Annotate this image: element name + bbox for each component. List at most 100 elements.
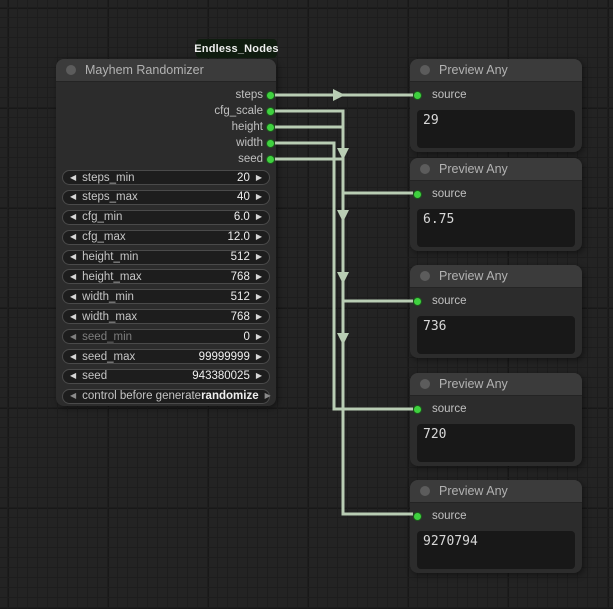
node-title-bar[interactable]: Preview Any	[410, 373, 582, 396]
output-row-cfg_scale: cfg_scale	[56, 103, 276, 119]
output-row-width: width	[56, 135, 276, 151]
output-row-seed: seed	[56, 151, 276, 167]
increment-arrow-icon[interactable]: ▶	[255, 291, 262, 301]
widget-label: width_max	[82, 310, 138, 323]
input-row-source: source	[410, 401, 582, 417]
link-arrow-icon	[333, 89, 345, 101]
output-port-steps[interactable]	[266, 90, 275, 100]
decrement-arrow-icon[interactable]: ◀	[70, 271, 77, 281]
node-preview-any-4[interactable]: Preview Any source 720	[410, 373, 582, 466]
input-label: source	[432, 295, 467, 307]
output-port-seed[interactable]	[266, 154, 275, 164]
input-port-source[interactable]	[413, 90, 422, 100]
widget-label: seed	[82, 370, 108, 383]
increment-arrow-icon[interactable]: ▶	[255, 331, 262, 341]
decrement-arrow-icon[interactable]: ◀	[70, 371, 77, 381]
widget-width_max[interactable]: ◀ width_max 768 ▶	[62, 309, 270, 325]
collapse-dot-icon[interactable]	[420, 164, 430, 174]
output-label: width	[236, 137, 263, 149]
collapse-dot-icon[interactable]	[420, 271, 430, 281]
widget-value: 512	[230, 290, 250, 303]
widget-value: 0	[243, 330, 250, 343]
node-title-bar[interactable]: Preview Any	[410, 480, 582, 503]
output-port-cfg_scale[interactable]	[266, 106, 275, 116]
increment-arrow-icon[interactable]: ▶	[255, 212, 262, 222]
decrement-arrow-icon[interactable]: ◀	[70, 192, 77, 202]
widget-value: randomize	[201, 390, 259, 403]
increment-arrow-icon[interactable]: ▶	[255, 371, 262, 381]
increment-arrow-icon[interactable]: ▶	[255, 232, 262, 242]
node-title-bar[interactable]: Preview Any	[410, 265, 582, 288]
widget-value: 12.0	[227, 231, 250, 244]
widget-value: 512	[230, 251, 250, 264]
preview-value-box[interactable]: 6.75	[417, 209, 575, 247]
input-port-source[interactable]	[413, 404, 422, 414]
input-label: source	[432, 403, 467, 415]
preview-value-box[interactable]: 720	[417, 424, 575, 462]
widget-value: 768	[230, 310, 250, 323]
input-port-source[interactable]	[413, 511, 422, 521]
decrement-arrow-icon[interactable]: ◀	[70, 212, 77, 222]
preview-value-box[interactable]: 736	[417, 316, 575, 354]
node-title: Preview Any	[439, 162, 508, 176]
collapse-dot-icon[interactable]	[420, 65, 430, 75]
decrement-arrow-icon[interactable]: ◀	[70, 351, 77, 361]
widget-value: 943380025	[192, 370, 250, 383]
increment-arrow-icon[interactable]: ▶	[255, 311, 262, 321]
node-title: Preview Any	[439, 484, 508, 498]
widget-label: steps_min	[82, 171, 135, 184]
preview-value-box[interactable]: 9270794	[417, 531, 575, 569]
output-port-height[interactable]	[266, 122, 275, 132]
node-title-bar[interactable]: Preview Any	[410, 59, 582, 82]
collapse-dot-icon[interactable]	[420, 379, 430, 389]
decrement-arrow-icon[interactable]: ◀	[70, 252, 77, 262]
decrement-arrow-icon[interactable]: ◀	[70, 311, 77, 321]
input-label: source	[432, 188, 467, 200]
node-title-bar[interactable]: Preview Any	[410, 158, 582, 181]
link-arrow-icon	[337, 272, 349, 284]
preview-value-box[interactable]: 29	[417, 110, 575, 148]
node-title: Mayhem Randomizer	[85, 63, 204, 77]
widget-value: 40	[237, 191, 250, 204]
widget-seed[interactable]: ◀ seed 943380025 ▶	[62, 368, 270, 384]
node-preview-any-3[interactable]: Preview Any source 736	[410, 265, 582, 358]
output-port-width[interactable]	[266, 138, 275, 148]
node-title-bar[interactable]: Mayhem Randomizer	[56, 59, 276, 82]
decrement-arrow-icon[interactable]: ◀	[70, 391, 77, 401]
collapse-dot-icon[interactable]	[420, 486, 430, 496]
link-height	[275, 125, 413, 303]
increment-arrow-icon[interactable]: ▶	[264, 391, 271, 401]
increment-arrow-icon[interactable]: ▶	[255, 271, 262, 281]
output-row-steps: steps	[56, 87, 276, 103]
output-label: height	[231, 121, 263, 133]
link-arrow-icon	[337, 333, 349, 345]
input-port-source[interactable]	[413, 296, 422, 306]
increment-arrow-icon[interactable]: ▶	[255, 252, 262, 262]
decrement-arrow-icon[interactable]: ◀	[70, 291, 77, 301]
increment-arrow-icon[interactable]: ▶	[255, 351, 262, 361]
increment-arrow-icon[interactable]: ▶	[255, 172, 262, 182]
output-label: cfg_scale	[214, 105, 263, 117]
collapse-dot-icon[interactable]	[66, 65, 76, 75]
node-preview-any-2[interactable]: Preview Any source 6.75	[410, 158, 582, 251]
link-cfg_scale	[275, 109, 413, 195]
decrement-arrow-icon[interactable]: ◀	[70, 172, 77, 182]
input-port-source[interactable]	[413, 189, 422, 199]
increment-arrow-icon[interactable]: ▶	[255, 192, 262, 202]
decrement-arrow-icon[interactable]: ◀	[70, 232, 77, 242]
decrement-arrow-icon[interactable]: ◀	[70, 331, 77, 341]
